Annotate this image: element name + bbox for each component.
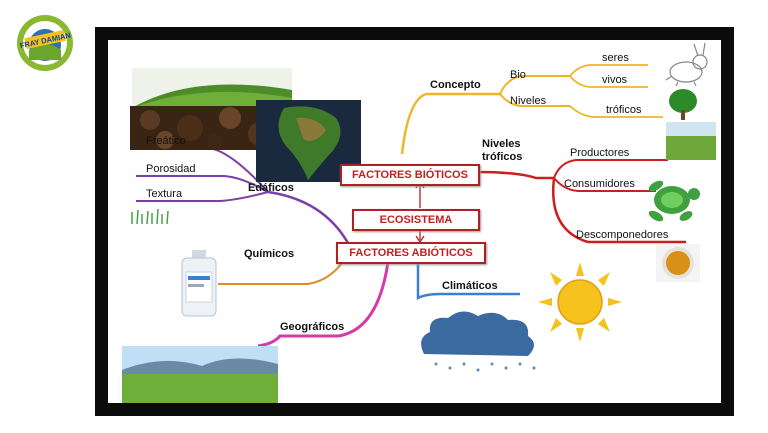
ecosistema-box: ECOSISTEMA [352, 209, 480, 231]
turtle-icon [644, 176, 702, 224]
cloud-icon [416, 302, 544, 374]
niveles-label: Niveles [510, 95, 546, 108]
porosidad-label: Porosidad [146, 163, 196, 176]
factores-abioticos-box: FACTORES ABIÓTICOS [336, 242, 486, 264]
bio-label: Bio [510, 69, 526, 82]
decomposer-dish-picture [656, 244, 700, 282]
edaficos-label: Edáficos [248, 182, 294, 195]
vivos-label: vivos [602, 74, 627, 87]
landscape-picture [122, 346, 278, 403]
chemical-bottle-icon [178, 248, 220, 318]
sun-icon [538, 262, 622, 342]
bunny-icon [656, 42, 712, 86]
school-logo: FRAY DAMIAN [16, 14, 74, 72]
diagram-frame: FACTORES BIÓTICOS ECOSISTEMA FACTORES AB… [95, 27, 734, 416]
grass-small-picture [128, 206, 174, 224]
quimicos-label: Químicos [244, 248, 294, 261]
factores-bioticos-box: FACTORES BIÓTICOS [340, 164, 480, 186]
descomponedores-label: Descomponedores [576, 229, 668, 242]
niveles-troficos-label-line1: Niveles [482, 138, 521, 151]
seres-label: seres [602, 52, 629, 65]
mind-map: FACTORES BIÓTICOS ECOSISTEMA FACTORES AB… [108, 40, 721, 403]
niveles-troficos-label-line2: tróficos [482, 151, 522, 164]
freatico-label: Freático [146, 135, 186, 148]
troficos-label: tróficos [606, 104, 641, 117]
consumidores-label: Consumidores [564, 178, 635, 191]
climaticos-label: Climáticos [442, 280, 498, 293]
tree-icon [666, 88, 700, 120]
geograficos-label: Geográficos [280, 321, 344, 334]
textura-label: Textura [146, 188, 182, 201]
concepto-label: Concepto [430, 79, 481, 92]
productores-label: Productores [570, 147, 629, 160]
field-picture [666, 122, 716, 160]
